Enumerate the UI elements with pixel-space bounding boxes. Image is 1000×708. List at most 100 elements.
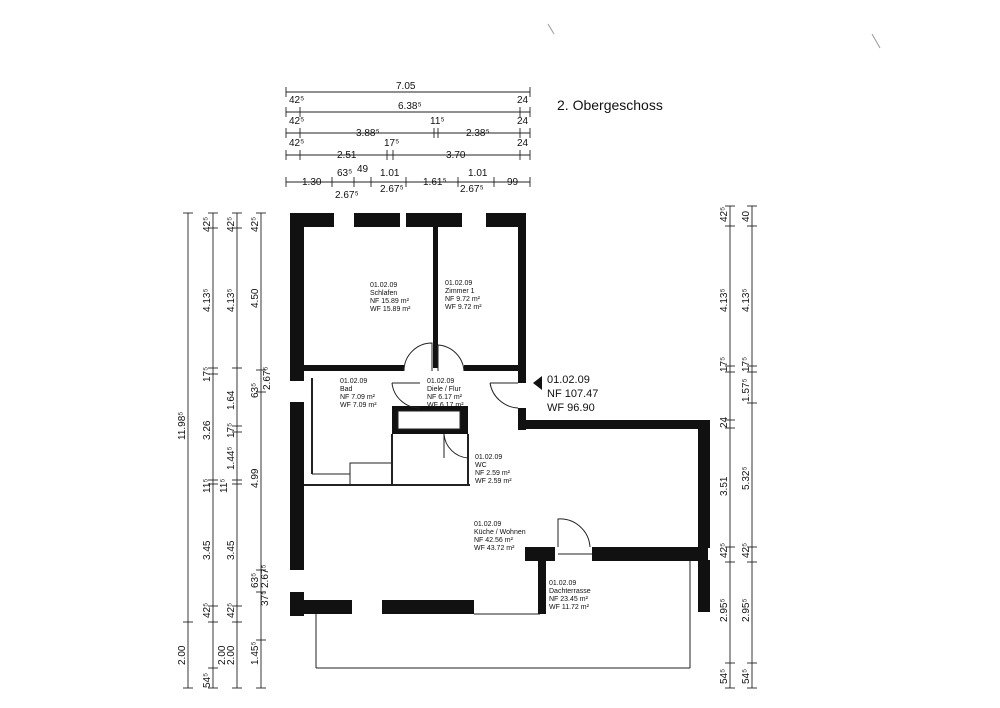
dim-top-row4-4: 24 (517, 138, 529, 149)
dim-left-col3-0: 42⁵ (226, 217, 237, 232)
dim-left-col4b-1: 37⁵ (260, 591, 271, 606)
svg-text:NF 9.72 m²: NF 9.72 m² (445, 296, 481, 303)
room-bad: 01.02.09 Bad NF 7.09 m² WF 7.09 m² (340, 378, 377, 409)
floor-title: 2. Obergeschoss (557, 97, 663, 113)
dim-top-row4-2: 17⁵ (384, 138, 399, 149)
dim-left-col2-3: 3.26 (202, 420, 213, 440)
svg-text:01.02.09: 01.02.09 (549, 580, 576, 587)
dim-top-row3-4: 24 (517, 116, 529, 127)
dim-top-row3-3: 2.38⁵ (466, 128, 490, 139)
dim-top-row5-6: 99 (507, 177, 519, 188)
dim-top-row5-5: 1.01 (468, 168, 488, 179)
dim-right-col2-4: 5.32⁵ (741, 466, 752, 490)
dim-left-col2-1: 4.13⁵ (202, 288, 213, 312)
dim-top-row2-2: 24 (517, 95, 529, 106)
dim-left-col3-6: 3.45 (226, 540, 237, 560)
dim-left-col2-6: 42⁵ (202, 603, 213, 618)
svg-text:Dachterrasse: Dachterrasse (549, 588, 591, 595)
dim-top-row3-2: 11⁵ (430, 116, 445, 127)
dim-left-col4-5: 1.45⁵ (250, 641, 261, 665)
dim-left-col2-4: 11⁵ (202, 478, 213, 493)
unit-nf: NF 107.47 (547, 388, 598, 400)
dim-left-col3-4: 1.44⁵ (226, 446, 237, 470)
dim-top-row2-0: 42⁵ (289, 95, 304, 106)
dim-top-row5b-2: 2.67⁵ (460, 184, 484, 195)
dim-top-row5b-1: 2.67⁵ (380, 184, 404, 195)
svg-text:WC: WC (475, 462, 487, 469)
dim-left-col3-2: 1.64 (226, 390, 237, 410)
unit-summary: 01.02.09 NF 107.47 WF 96.90 (533, 374, 598, 414)
dim-left-col4b-0: 2.67⁵ (262, 366, 273, 390)
dim-right-col1-3: 24 (719, 416, 730, 428)
dim-right-col2-5: 42⁵ (741, 543, 752, 558)
svg-text:WF 43.72 m²: WF 43.72 m² (474, 545, 515, 552)
doors (391, 342, 592, 555)
svg-text:WF 2.59 m²: WF 2.59 m² (475, 478, 512, 485)
unit-id: 01.02.09 (547, 374, 590, 386)
svg-text:Schlafen: Schlafen (370, 290, 397, 297)
dim-left-col4-4: 63⁵ (250, 573, 261, 588)
room-dachterrasse: 01.02.09 Dachterrasse NF 23.45 m² WF 11.… (549, 580, 591, 611)
dim-right-col1-7: 54⁵ (719, 669, 730, 684)
svg-text:01.02.09: 01.02.09 (340, 378, 367, 385)
dim-top-row5-3: 1.01 (380, 168, 400, 179)
unit-wf: WF 96.90 (547, 402, 595, 414)
dim-top-row5b-0: 2.67⁵ (335, 190, 359, 201)
svg-text:WF 7.09 m²: WF 7.09 m² (340, 402, 377, 409)
svg-text:WF 11.72 m²: WF 11.72 m² (549, 604, 590, 611)
top-dimensions: 7.05 42⁵ 6.38⁵ 24 42⁵ 3.88⁵ 11⁵ 2.38⁵ 24… (285, 81, 531, 201)
dim-top-row4-0: 42⁵ (289, 138, 304, 149)
dim-top-row1-0: 7.05 (396, 81, 416, 92)
dim-right-col2-0: 40 (741, 210, 752, 222)
dim-top-row5-0: 1.30 (302, 177, 322, 188)
svg-text:NF 42.56 m²: NF 42.56 m² (474, 537, 514, 544)
svg-text:01.02.09: 01.02.09 (475, 454, 502, 461)
dim-left-col1-0: 11.98⁵ (177, 412, 188, 440)
svg-text:Küche / Wohnen: Küche / Wohnen (474, 529, 526, 536)
dim-right-col2-2: 17⁵ (741, 357, 752, 372)
dim-top-row3-1: 3.88⁵ (356, 128, 380, 139)
svg-text:WF 9.72 m²: WF 9.72 m² (445, 304, 482, 311)
dim-top-row5-1: 63⁵ (337, 168, 352, 179)
svg-text:NF 2.59 m²: NF 2.59 m² (475, 470, 511, 477)
room-wc: 01.02.09 WC NF 2.59 m² WF 2.59 m² (475, 454, 512, 485)
dim-right-col2-3: 1.57⁵ (741, 378, 752, 402)
dim-top-row5-4: 1.61⁵ (423, 177, 447, 188)
dim-right-col1-4: 3.51 (719, 476, 730, 496)
dim-right-col1-5: 42⁵ (719, 543, 730, 558)
walls (290, 213, 710, 669)
entrance-arrow-icon (533, 376, 542, 390)
dim-left-col4-0: 42⁵ (250, 217, 261, 232)
svg-text:Bad: Bad (340, 386, 353, 393)
svg-text:01.02.09: 01.02.09 (445, 280, 472, 287)
dim-top-row4-1: 2.51 (337, 150, 357, 161)
dim-left-col3-8: 2.00 (226, 645, 237, 665)
dim-right-col1-0: 42⁵ (719, 207, 730, 222)
svg-text:NF 15.89 m²: NF 15.89 m² (370, 298, 410, 305)
dim-right-col2-6: 2.95⁵ (741, 598, 752, 622)
dim-left-col2-7: 2.00 (217, 645, 228, 665)
svg-text:NF 6.17 m²: NF 6.17 m² (427, 394, 463, 401)
dim-left-col2-0: 42⁵ (202, 217, 213, 232)
dim-top-row2-1: 6.38⁵ (398, 101, 422, 112)
room-diele-flur: 01.02.09 Diele / Flur NF 6.17 m² WF 6.17… (427, 378, 464, 409)
svg-text:WF 15.89 m²: WF 15.89 m² (370, 306, 411, 313)
dim-left-col4-1: 4.50 (250, 288, 261, 308)
dim-right-col1-1: 4.13⁵ (719, 288, 730, 312)
svg-text:NF 23.45 m²: NF 23.45 m² (549, 596, 589, 603)
dim-left-col2-8: 54⁵ (202, 673, 213, 688)
left-dimensions: 11.98⁵ 2.00 42⁵ 4.13⁵ 17⁵ 3.26 11⁵ 3.45 … (177, 212, 273, 689)
dim-right-col2-1: 4.13⁵ (741, 288, 752, 312)
dim-left-col4-3: 4.99 (250, 468, 261, 488)
dim-left-col3-7: 42⁵ (226, 603, 237, 618)
dim-left-col4-2: 63⁵ (250, 383, 261, 398)
right-dimensions: 42⁵ 4.13⁵ 17⁵ 24 3.51 42⁵ 2.95⁵ 54⁵ 40 4… (719, 205, 757, 689)
svg-text:Diele / Flur: Diele / Flur (427, 386, 462, 393)
svg-text:01.02.09: 01.02.09 (474, 521, 501, 528)
dim-left-col3-1: 4.13⁵ (226, 288, 237, 312)
svg-text:WF 6.17 m²: WF 6.17 m² (427, 402, 464, 409)
room-schlafen: 01.02.09 Schlafen NF 15.89 m² WF 15.89 m… (370, 282, 411, 313)
room-zimmer-1: 01.02.09 Zimmer 1 NF 9.72 m² WF 9.72 m² (445, 280, 482, 311)
svg-text:Zimmer 1: Zimmer 1 (445, 288, 475, 295)
